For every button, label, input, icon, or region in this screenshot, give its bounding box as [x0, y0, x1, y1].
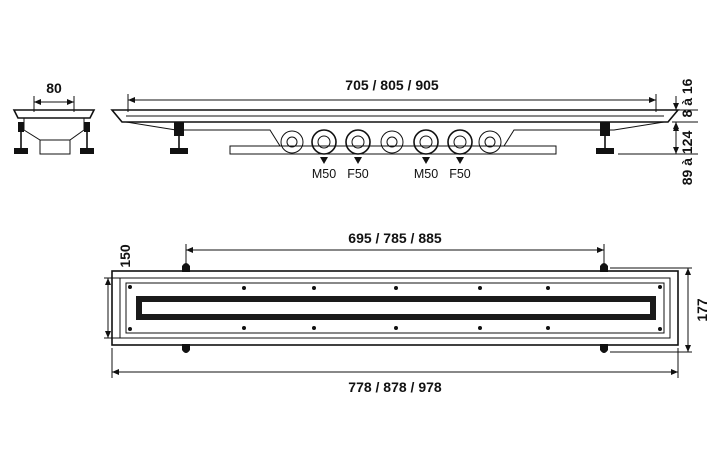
outlet-circle-inner [453, 135, 467, 149]
outlet-label: M50 [414, 167, 438, 181]
side-width-label: 80 [46, 80, 62, 96]
fixing-lug-bottom-right [600, 344, 608, 353]
top-view: 695 / 785 / 885 150 177 [104, 230, 710, 395]
front-channel-right [503, 121, 665, 147]
outlet-label: M50 [312, 167, 336, 181]
front-length-label: 705 / 805 / 905 [345, 77, 439, 93]
fixing-lug-top-right [600, 263, 608, 272]
front-view: 705 / 805 / 905 [110, 77, 698, 186]
frame-screws [128, 285, 662, 331]
outlet-circle-inner [351, 135, 365, 149]
height-label: 89 à 124 [679, 131, 695, 186]
outlet-circle [380, 130, 404, 154]
front-outlets [280, 129, 502, 155]
outlet-circle [311, 129, 337, 155]
outlet-pointer-arrow [320, 157, 328, 164]
outlet-circle-inner [484, 136, 496, 148]
outlet-circle-inner [286, 136, 298, 148]
channel-edge [125, 282, 665, 334]
outlet-circle-inner [419, 135, 433, 149]
outlet-label: F50 [347, 167, 369, 181]
outer-frame [111, 270, 679, 346]
outlet-circle [345, 129, 371, 155]
front-foot-left [170, 122, 188, 154]
side-body [23, 118, 85, 141]
side-outlet-stub [39, 139, 71, 155]
outlet-circle [447, 129, 473, 155]
overall-length-label: 778 / 878 / 978 [348, 379, 442, 395]
fixing-lug-bottom-left [182, 344, 190, 353]
outlet-pointer-arrow [456, 157, 464, 164]
side-rim [12, 109, 96, 119]
side-base-right [80, 148, 94, 154]
side-foot-right [84, 122, 90, 132]
fixing-span-label: 695 / 785 / 885 [348, 230, 442, 246]
outlet-label: F50 [449, 167, 471, 181]
outlet-pointer-arrow [354, 157, 362, 164]
outlet-circle [413, 129, 439, 155]
grate-slot [142, 302, 650, 314]
outlet-circle [280, 130, 304, 154]
front-channel-left [125, 121, 281, 147]
side-base-left [14, 148, 28, 154]
fixing-lug-top-left [182, 263, 190, 272]
outlet-circle-inner [317, 135, 331, 149]
front-foot-right [596, 122, 614, 154]
outlet-circle-inner [386, 136, 398, 148]
side-foot-left [18, 122, 24, 132]
inner-frame [119, 277, 671, 339]
front-rim [110, 109, 680, 123]
outlet-circle [478, 130, 502, 154]
side-view: 80 [12, 80, 96, 155]
front-body-bottom [229, 145, 557, 155]
outer-width-label: 177 [694, 298, 710, 322]
outlet-pointer-arrow [422, 157, 430, 164]
rim-height-label: 8 à 16 [679, 78, 695, 117]
inner-width-label: 150 [117, 244, 133, 268]
